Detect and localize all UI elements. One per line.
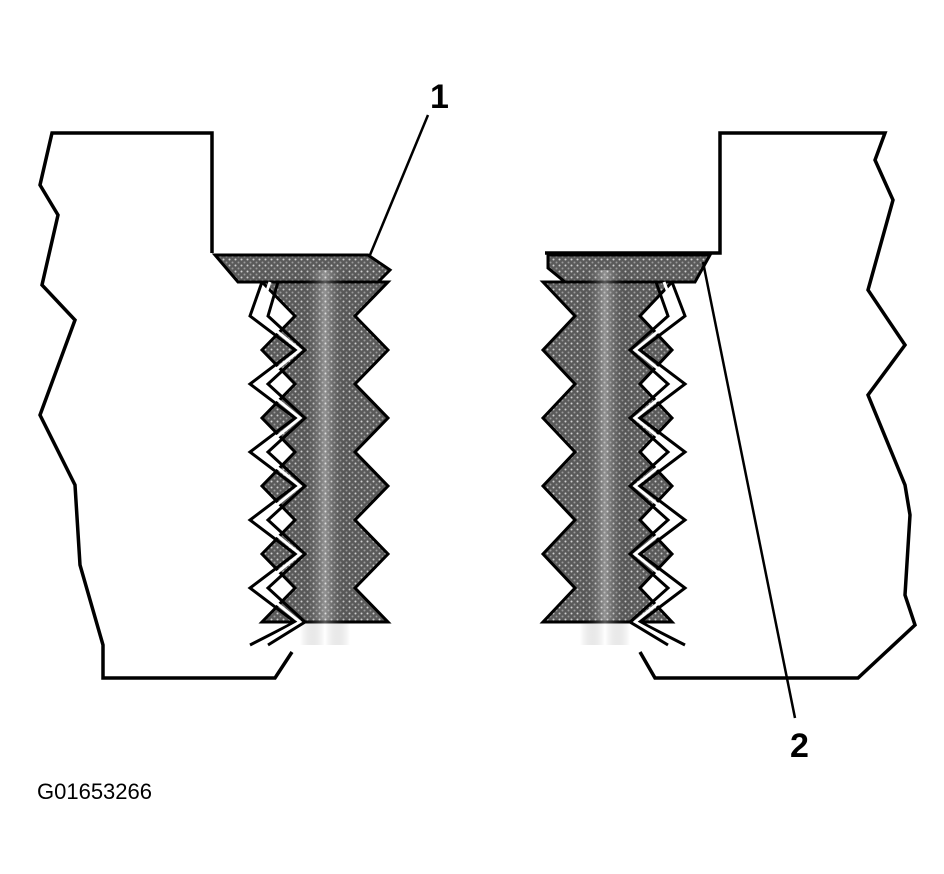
callout-2-label: 2 [790,727,809,765]
callout-1-leader [368,114,430,256]
callout-2-leader [701,261,797,719]
left-casting-section [38,131,294,680]
callout-1-label: 1 [430,78,449,116]
figure-id: G01653266 [37,779,152,804]
right-thread-insert [539,253,713,647]
right-casting-section [545,131,918,680]
left-thread-insert [211,253,393,647]
